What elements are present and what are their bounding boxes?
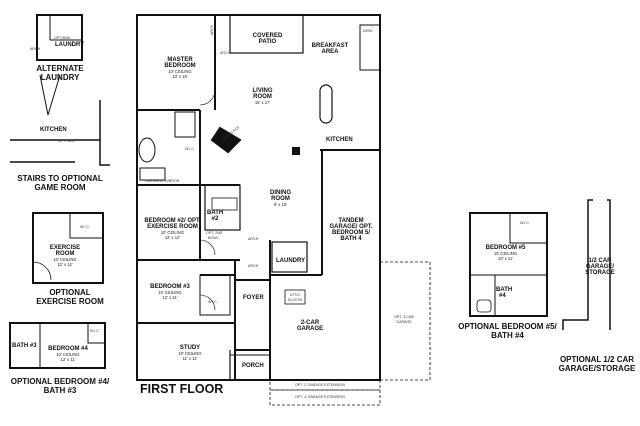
master-bedroom-label-2: BEDROOM	[164, 63, 196, 69]
stairs-title-2: GAME ROOM	[34, 183, 86, 192]
alt-laundry-title-2: LAUNDRY	[40, 73, 80, 82]
garage-label-2: GARAGE	[296, 326, 324, 332]
tandem-garage-label-3: BEDROOM 5/	[331, 230, 370, 236]
half-garage-label-1: 1/2 CAR	[588, 258, 612, 264]
garage-ext2-label: OPT. 2' GARAGE EXTENSION	[295, 383, 345, 387]
arch-label-2: ARCH	[210, 24, 215, 35]
first-floor-plan	[136, 14, 431, 406]
bedroom5-room-label: BEDROOM #5	[485, 245, 526, 251]
bedroom5-wic: W.I.C.	[520, 221, 530, 225]
living-room-size: 15' x 17'	[254, 100, 271, 105]
alt-laundry-title-1: ALTERNATE	[36, 64, 84, 73]
laundry-label: LAUNDRY	[276, 258, 306, 264]
exercise-room-ceiling: 10' CEILING	[53, 257, 77, 262]
study-ceiling: 10' CEILING	[178, 351, 202, 356]
dining-room-label-2: ROOM	[271, 196, 290, 202]
exercise-room-label-2: ROOM	[55, 251, 75, 257]
exercise-room-size: 12' x 12'	[57, 262, 73, 267]
alt-laundry-room-label: LAUNDRY	[55, 42, 85, 48]
bedroom4-size: 12' x 11'	[60, 357, 76, 362]
half-garage-label-3: STORAGE	[585, 270, 615, 276]
half-garage-label-2: GARAGE/	[585, 264, 614, 270]
half-garage-plan	[562, 199, 611, 330]
bedroom5-plan	[469, 212, 548, 317]
bedroom3-ceiling: 10' CEILING	[158, 290, 182, 295]
porch-label: PORCH	[242, 363, 264, 369]
kitchen-label: KITCHEN	[326, 137, 353, 143]
bedroom2-label-1: BEDROOM #2/ OPT.	[144, 218, 201, 224]
bedroom3-wic: W.I.C.	[208, 300, 218, 304]
bedroom2-size: 12' x 12'	[164, 235, 181, 240]
attic-access-label-1: ATTIC	[289, 293, 301, 297]
bedroom4-ceiling: 10' CEILING	[56, 352, 80, 357]
tandem-garage-label-1: TANDEM	[338, 218, 364, 224]
bedroom5-title-2: BATH #4	[491, 331, 524, 340]
alternate-laundry-plan	[36, 14, 83, 61]
arch-label-4: ARCH	[248, 264, 259, 268]
master-bedroom-label-1: MASTER	[167, 57, 193, 63]
breakfast-area-label-1: BREAKFAST	[311, 43, 349, 49]
attic-access-label-2: ACCESS	[287, 298, 303, 302]
exercise-room-plan	[32, 212, 104, 284]
opt-bowl-label-2: BOWL	[208, 236, 219, 240]
bedroom4-title-2: BATH #3	[43, 386, 77, 395]
tandem-garage-label-4: BATH 4	[340, 236, 362, 242]
alt-laundry-sink-label-2: SINK	[62, 36, 71, 40]
bedroom5-bath-label-2: #4	[499, 293, 506, 299]
master-bedroom-size: 13' x 16'	[172, 74, 188, 79]
living-room-label-2: ROOM	[253, 94, 272, 100]
bedroom5-size: 10' x 11'	[497, 256, 514, 261]
stairs-kitchen-label: KITCHEN	[40, 127, 67, 133]
bedroom5-ceiling: 10' CEILING	[493, 251, 518, 256]
bedroom4-room-label: BEDROOM #4	[48, 346, 88, 352]
bedroom2-label-2: EXERCISE ROOM	[147, 224, 198, 230]
stairs-title-1: STAIRS TO OPTIONAL	[17, 174, 103, 183]
opt-3car-label-1: OPT. 3-CAR	[394, 315, 414, 319]
dining-room-size: 9' x 15'	[273, 202, 287, 207]
arch-label-1: ARCH	[220, 51, 231, 55]
master-wic-label: W.I.C.	[185, 147, 195, 151]
half-garage-title-2: GARAGE/STORAGE	[558, 364, 636, 373]
stairs-opt-sill-label: OPT. SILL	[58, 139, 75, 143]
alt-laundry-arch-label: ARCH	[30, 47, 41, 51]
opt-3car-label-2: GARAGE	[396, 320, 412, 324]
bath2-label-2: #2	[211, 216, 219, 222]
opt-bowl-label-1: OPT. 2ND	[206, 231, 223, 235]
bedroom4-plan	[9, 322, 106, 369]
exercise-room-title-2: EXERCISE ROOM	[36, 297, 104, 306]
garage-label-1: 2-CAR	[300, 320, 320, 326]
stairs-plan	[10, 74, 110, 166]
living-room-label-1: LIVING	[252, 88, 273, 94]
tandem-garage-label-2: GARAGE/ OPT.	[329, 224, 373, 230]
first-floor-title: FIRST FLOOR	[140, 382, 224, 396]
master-bedroom-ceiling: 10' CEILING	[168, 69, 192, 74]
bedroom5-bath-label-1: BATH	[496, 287, 513, 293]
bedroom3-label: BEDROOM #3	[150, 284, 190, 290]
breakfast-area-label-2: AREA	[321, 49, 339, 55]
bedroom5-title-1: OPTIONAL BEDROOM #5/	[458, 322, 557, 331]
bedroom2-ceiling: 10' CEILING	[160, 230, 185, 235]
exercise-room-label-1: EXERCISE	[49, 245, 81, 251]
bedroom4-bath-label: BATH #3	[12, 343, 37, 349]
bedroom4-wic: W.I.C.	[90, 329, 100, 333]
exercise-room-title-1: OPTIONAL	[49, 288, 91, 297]
dining-room-label-1: DINING	[270, 190, 291, 196]
study-size: 11' x 11'	[182, 356, 198, 361]
desk-label: DESK	[363, 29, 373, 33]
covered-patio-label-2: PATIO	[258, 39, 277, 45]
garage-ext4-label: OPT. 4' GARAGE EXTENSION	[295, 395, 345, 399]
bedroom3-size: 12' x 11'	[162, 295, 178, 300]
dressing-mirror-label: DRESSING MIRROR	[145, 179, 180, 183]
covered-patio-label-1: COVERED	[252, 33, 283, 39]
study-label: STUDY	[179, 345, 201, 351]
bath2-label-1: BATH	[207, 210, 224, 216]
alt-laundry-sink-label-1: OPT.	[54, 36, 62, 40]
exercise-room-wic: W.I.C.	[80, 225, 90, 229]
bedroom4-title-1: OPTIONAL BEDROOM #4/	[10, 377, 110, 386]
foyer-label: FOYER	[243, 295, 264, 301]
half-garage-title-1: OPTIONAL 1/2 CAR	[559, 355, 635, 364]
arch-label-3: ARCH	[248, 237, 259, 241]
